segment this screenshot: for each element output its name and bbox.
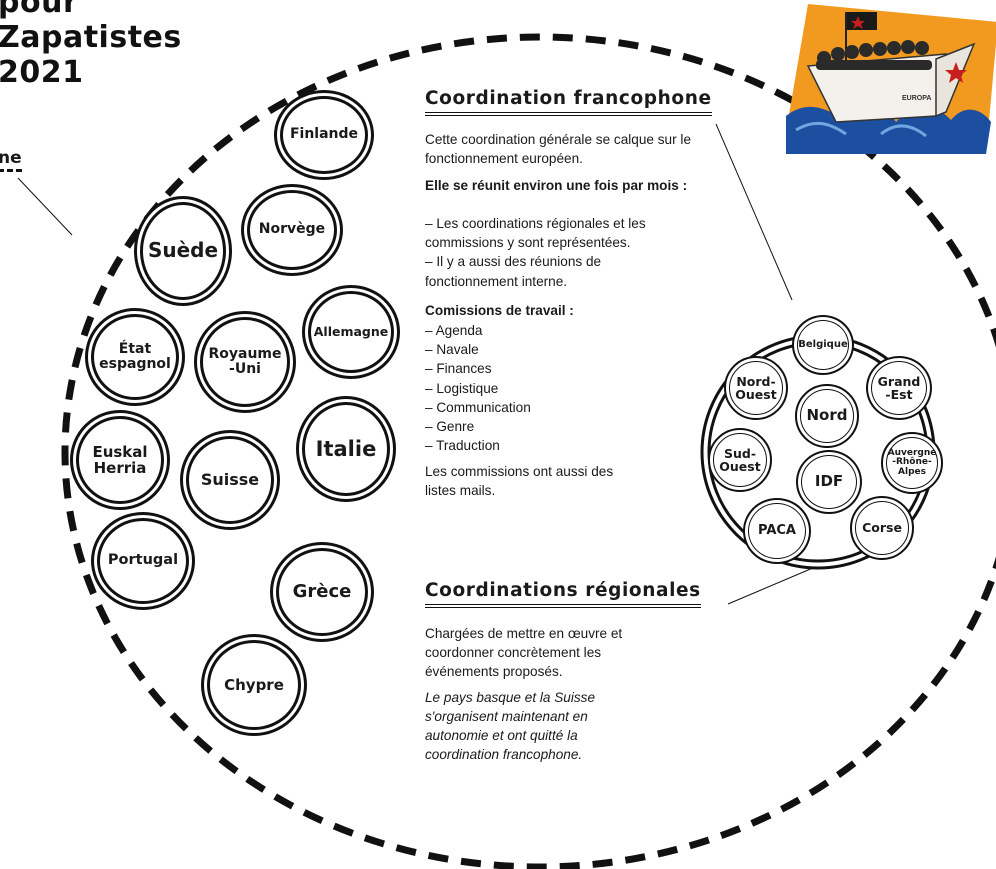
country-euskal-herria: Euskal Herria	[70, 410, 170, 510]
country-suisse: Suisse	[180, 430, 280, 530]
country-label: Chypre	[224, 675, 284, 694]
region-label: Grand -Est	[877, 373, 921, 402]
country-label: Norvège	[258, 221, 326, 238]
regional-note: Le pays basque et la Suisse s'organisent…	[425, 690, 596, 762]
country-label: Portugal	[107, 552, 179, 569]
country-portugal: Portugal	[91, 512, 195, 610]
title-line-3: 2021	[0, 55, 84, 90]
country-grece: Grèce	[270, 542, 374, 642]
title-line-2: Zapatistes	[0, 20, 182, 55]
region-label: Auvergne -Rhône- Alpes	[887, 447, 937, 477]
country-label: Italie	[315, 436, 377, 461]
country-label: Suisse	[200, 470, 260, 490]
commission-item: Navale	[425, 340, 531, 359]
region-auvergne-rhone-alpes: Auvergne -Rhône- Alpes	[881, 432, 943, 494]
region-paca: PACA	[743, 498, 811, 564]
commissions-list: Agenda Navale Finances Logistique Commun…	[425, 321, 531, 455]
regional-heading: Coordinations régionales	[425, 580, 701, 608]
region-label: PACA	[758, 523, 796, 539]
commission-item: Finances	[425, 359, 531, 378]
region-nord-ouest: Nord- Ouest	[724, 356, 788, 420]
country-label: Royaume -Uni	[208, 345, 282, 377]
commission-item: Traduction	[425, 436, 531, 455]
leader-line-side	[17, 177, 73, 236]
meeting-list: Les coordinations régionales et les comm…	[425, 214, 715, 291]
country-finlande: Finlande	[274, 90, 374, 180]
meeting-item: Il y a aussi des réunions de fonctionnem…	[425, 252, 625, 290]
side-heading-fragment: ne	[0, 148, 22, 172]
commissions-heading: Comissions de travail :	[425, 303, 574, 318]
coordination-intro: Cette coordination générale se calque su…	[425, 132, 692, 166]
crowd-silhouettes	[816, 40, 932, 70]
region-label: Belgique	[798, 338, 848, 350]
country-allemagne: Allemagne	[302, 285, 400, 379]
boat-label: EUROPA	[902, 95, 931, 102]
region-corse: Corse	[850, 496, 914, 560]
country-royaume-uni: Royaume -Uni	[194, 311, 296, 413]
zapatista-boat-illustration: EUROPA	[786, 4, 996, 154]
coordination-heading: Coordination francophone	[425, 88, 712, 116]
region-idf: IDF	[796, 450, 862, 514]
region-label: Nord	[806, 406, 848, 425]
leader-line-coordination	[715, 123, 793, 301]
commission-item: Agenda	[425, 321, 531, 340]
region-label: IDF	[814, 472, 844, 491]
meeting-item: Les coordinations régionales et les comm…	[425, 214, 715, 252]
country-label: Allemagne	[313, 324, 389, 340]
country-label: Suède	[147, 238, 219, 263]
regional-description: Chargées de mettre en œuvre et coordonne…	[425, 626, 623, 679]
country-norvege: Norvège	[241, 184, 343, 276]
region-belgique: Belgique	[792, 315, 854, 375]
red-star-icon	[945, 62, 967, 83]
region-label: Corse	[862, 520, 902, 536]
country-chypre: Chypre	[201, 634, 307, 736]
country-label: État espagnol	[99, 340, 171, 372]
commission-item: Genre	[425, 417, 531, 436]
commission-item: Communication	[425, 398, 530, 417]
country-label: Euskal Herria	[92, 442, 148, 477]
region-label: Sud- Ouest	[719, 445, 761, 474]
europe-dashed-ellipse	[61, 33, 996, 869]
region-label: Nord- Ouest	[735, 373, 777, 402]
commission-item: Logistique	[425, 379, 531, 398]
country-suede: Suède	[134, 196, 232, 306]
region-nord: Nord	[795, 384, 859, 448]
region-sud-ouest: Sud- Ouest	[708, 428, 772, 492]
mailing-note: Les commissions ont aussi des listes mai…	[425, 464, 614, 498]
country-label: Finlande	[289, 126, 359, 143]
title-line-1: pour	[0, 0, 79, 20]
country-label: Grèce	[292, 581, 352, 603]
meeting-heading: Elle se réunit environ une fois par mois…	[425, 178, 688, 193]
region-grand-est: Grand -Est	[866, 356, 932, 420]
country-italie: Italie	[296, 396, 396, 502]
country-etat-espagnol: État espagnol	[85, 308, 185, 406]
